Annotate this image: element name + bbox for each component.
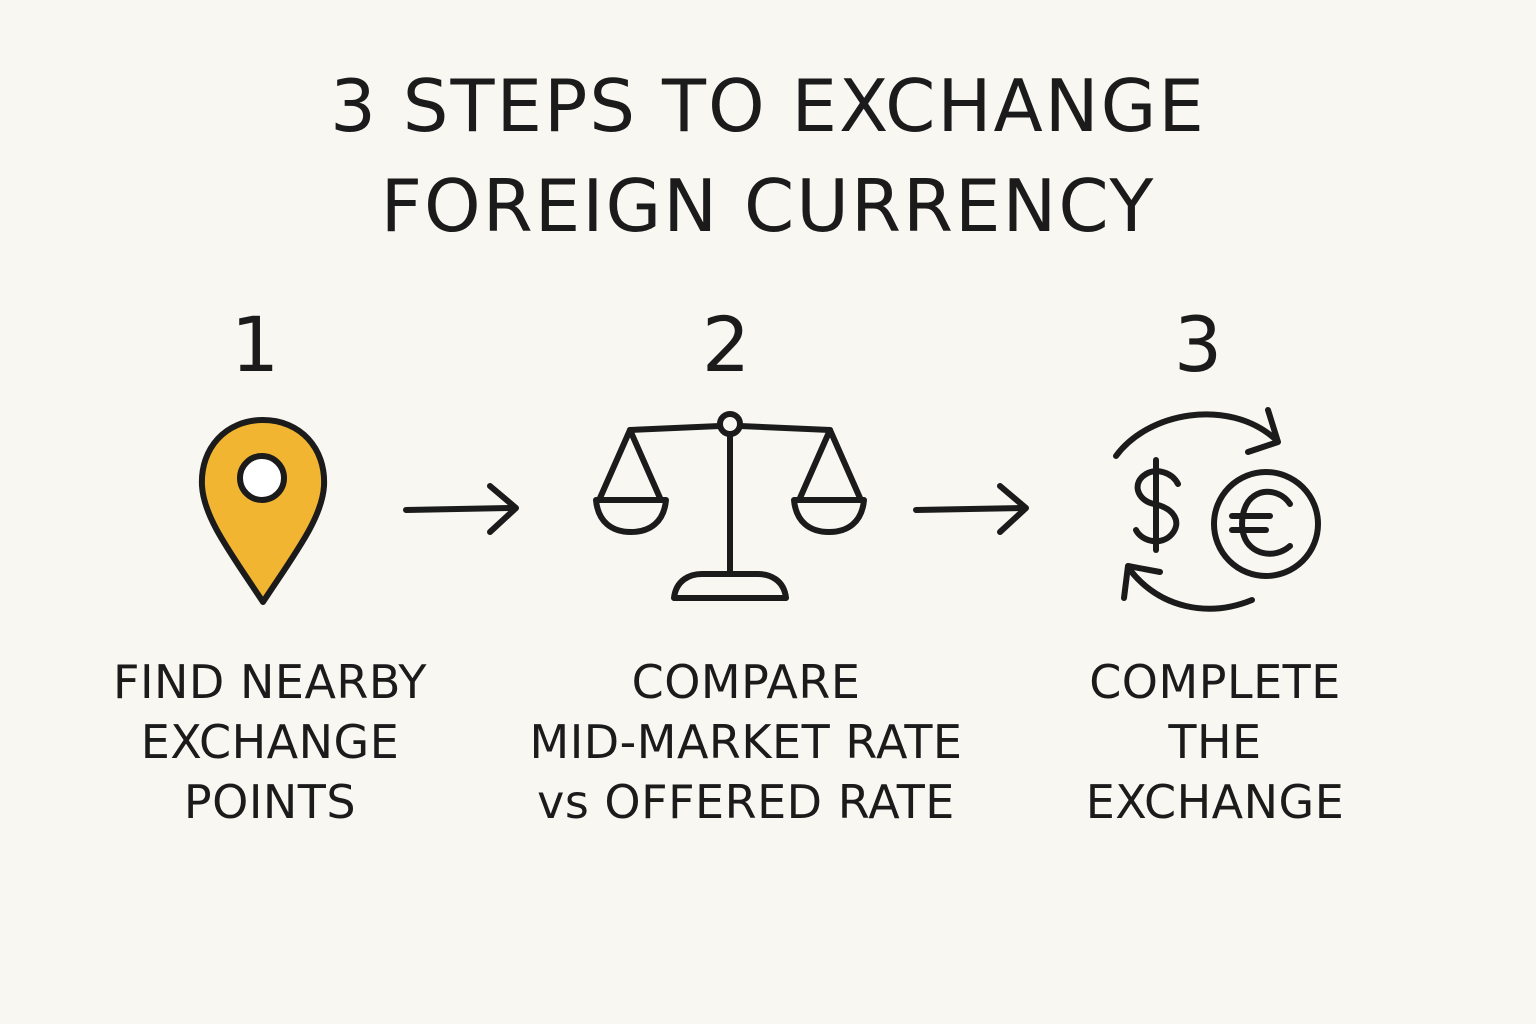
step-1-number: 1 [230, 300, 280, 389]
right-arrow-icon [403, 483, 519, 535]
step-1-caption-line-2: EXCHANGE [140, 715, 400, 769]
title-line-1: 3 STEPS TO EXCHANGE [330, 64, 1206, 148]
currency-exchange-icon [1113, 407, 1321, 612]
step-1-caption-line-3: POINTS [183, 775, 357, 829]
step-2-caption-line-3: vs OFFERED RATE [537, 775, 955, 829]
balance-scale-icon [593, 411, 867, 601]
location-pin-icon [198, 417, 328, 605]
right-arrow-icon [913, 483, 1029, 535]
step-3-caption-line-2: THE [1168, 715, 1262, 769]
step-2-caption-line-2: MID-MARKET RATE [529, 715, 963, 769]
step-2-caption: COMPARE MID-MARKET RATE vs OFFERED RATE [496, 652, 996, 832]
title-line-2: FOREIGN CURRENCY [380, 164, 1156, 248]
step-2-caption-line-1: COMPARE [631, 655, 861, 709]
step-1-caption-line-1: FIND NEARBY [112, 655, 428, 709]
diagram-title: 3 STEPS TO EXCHANGE FOREIGN CURRENCY [0, 56, 1536, 256]
step-2-number: 2 [701, 300, 751, 389]
step-3-number: 3 [1173, 300, 1223, 389]
step-3-caption: COMPLETE THE EXCHANGE [1040, 652, 1390, 832]
step-1-caption: FIND NEARBY EXCHANGE POINTS [80, 652, 460, 832]
step-3-caption-line-3: EXCHANGE [1085, 775, 1345, 829]
step-3-caption-line-1: COMPLETE [1089, 655, 1341, 709]
